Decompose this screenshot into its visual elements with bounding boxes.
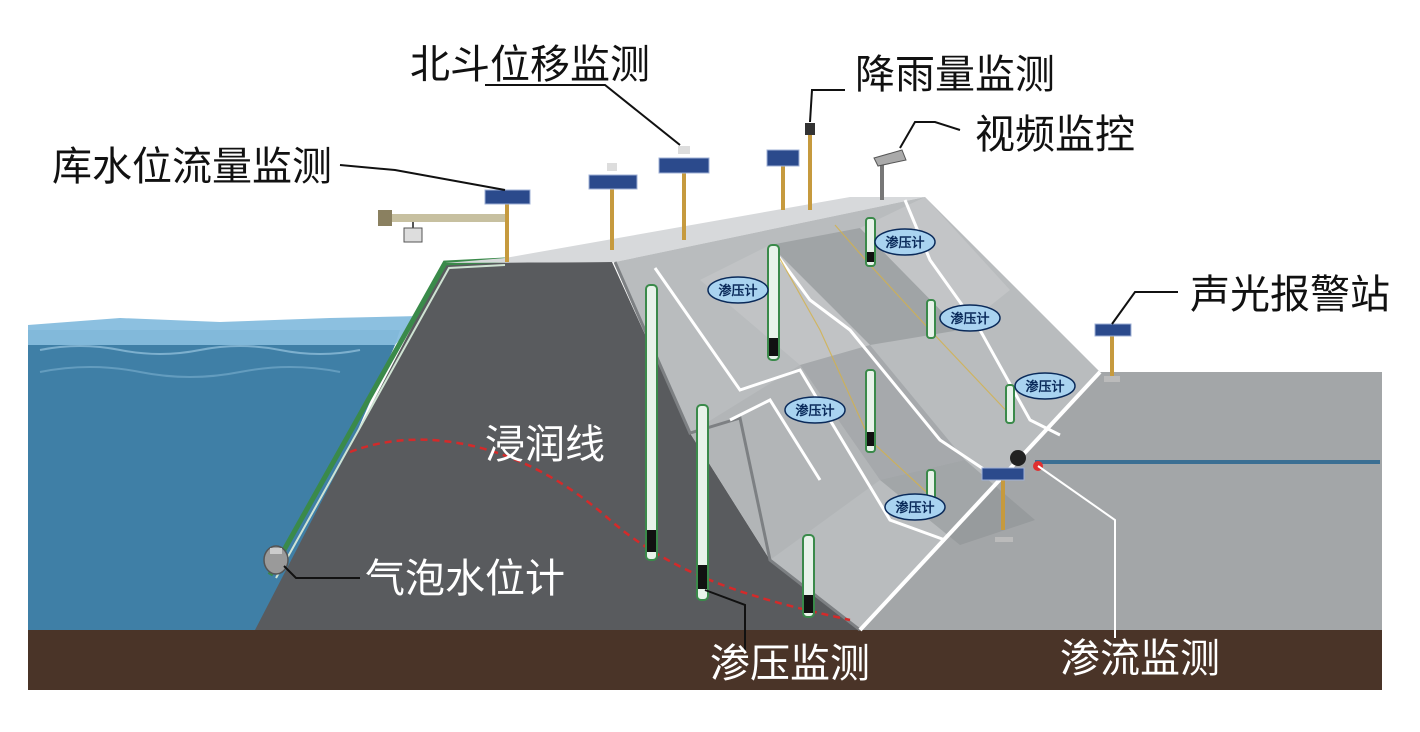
piezometer-tube-2 (696, 404, 709, 601)
badge-1-text: 渗压计 (718, 283, 757, 299)
label-alarm: 声光报警站 (1190, 272, 1390, 318)
beidou-station-1 (588, 163, 638, 250)
label-beidou: 北斗位移监测 (410, 42, 650, 88)
leader-seepage-pressure (704, 589, 746, 650)
label-seepage-flow: 渗流监测 (1060, 636, 1220, 682)
piezometers (645, 217, 1015, 618)
downstream-ground (860, 372, 1382, 630)
piezometer-tube-5 (865, 369, 876, 453)
badge-1: 渗压计 (707, 276, 769, 304)
badge-6-text: 渗压计 (895, 500, 934, 516)
piezometer-tube-9 (1005, 384, 1015, 424)
phreatic-line (349, 438, 851, 622)
badge-3: 渗压计 (939, 304, 1001, 332)
badge-2: 渗压计 (874, 228, 936, 256)
badge-5: 渗压计 (784, 396, 846, 424)
badge-5-text: 渗压计 (795, 403, 834, 419)
reservoir-water (28, 316, 420, 630)
piezometer-tube-1 (645, 284, 658, 561)
badge-6: 渗压计 (884, 493, 946, 521)
reservoir-flow-station (378, 189, 531, 262)
leader-lines (283, 84, 1178, 650)
leader-seepage-flow (1037, 465, 1116, 638)
label-reservoir-flow: 库水位流量监测 (52, 144, 332, 190)
label-bubble-gauge: 气泡水位计 (365, 556, 565, 602)
piezometer-tube-3 (767, 244, 780, 361)
label-seepage-pressure: 渗压监测 (710, 641, 870, 687)
label-phreatic-line: 浸润线 (485, 422, 605, 468)
foundation (28, 630, 1382, 690)
signal-wires (774, 224, 1016, 501)
badge-3-text: 渗压计 (950, 311, 989, 327)
badge-4-text: 渗压计 (1025, 379, 1064, 395)
label-rainfall: 降雨量监测 (855, 52, 1055, 98)
piezometer-tube-7 (926, 299, 936, 339)
piezometer-tube-6 (865, 217, 876, 267)
video-camera-station (873, 149, 907, 200)
seepage-flow-station (981, 450, 1380, 542)
piezometer-tube-4 (802, 534, 815, 618)
label-video: 视频监控 (975, 112, 1135, 158)
leader-rainfall (809, 89, 845, 123)
badge-2-text: 渗压计 (885, 235, 924, 251)
beidou-station-2 (658, 146, 710, 240)
badge-4: 渗压计 (1014, 372, 1076, 400)
leader-beidou (485, 84, 681, 146)
leader-reservoir-flow (339, 164, 506, 191)
bubble-gauge-device (263, 545, 289, 575)
leader-bubble-gauge (283, 565, 360, 579)
rainfall-station (766, 123, 815, 210)
leader-video (899, 121, 961, 149)
leader-alarm (1111, 291, 1178, 325)
piezometer-badges: 渗压计 渗压计 渗压计 渗压计 渗压计 渗压计 (707, 228, 1076, 521)
